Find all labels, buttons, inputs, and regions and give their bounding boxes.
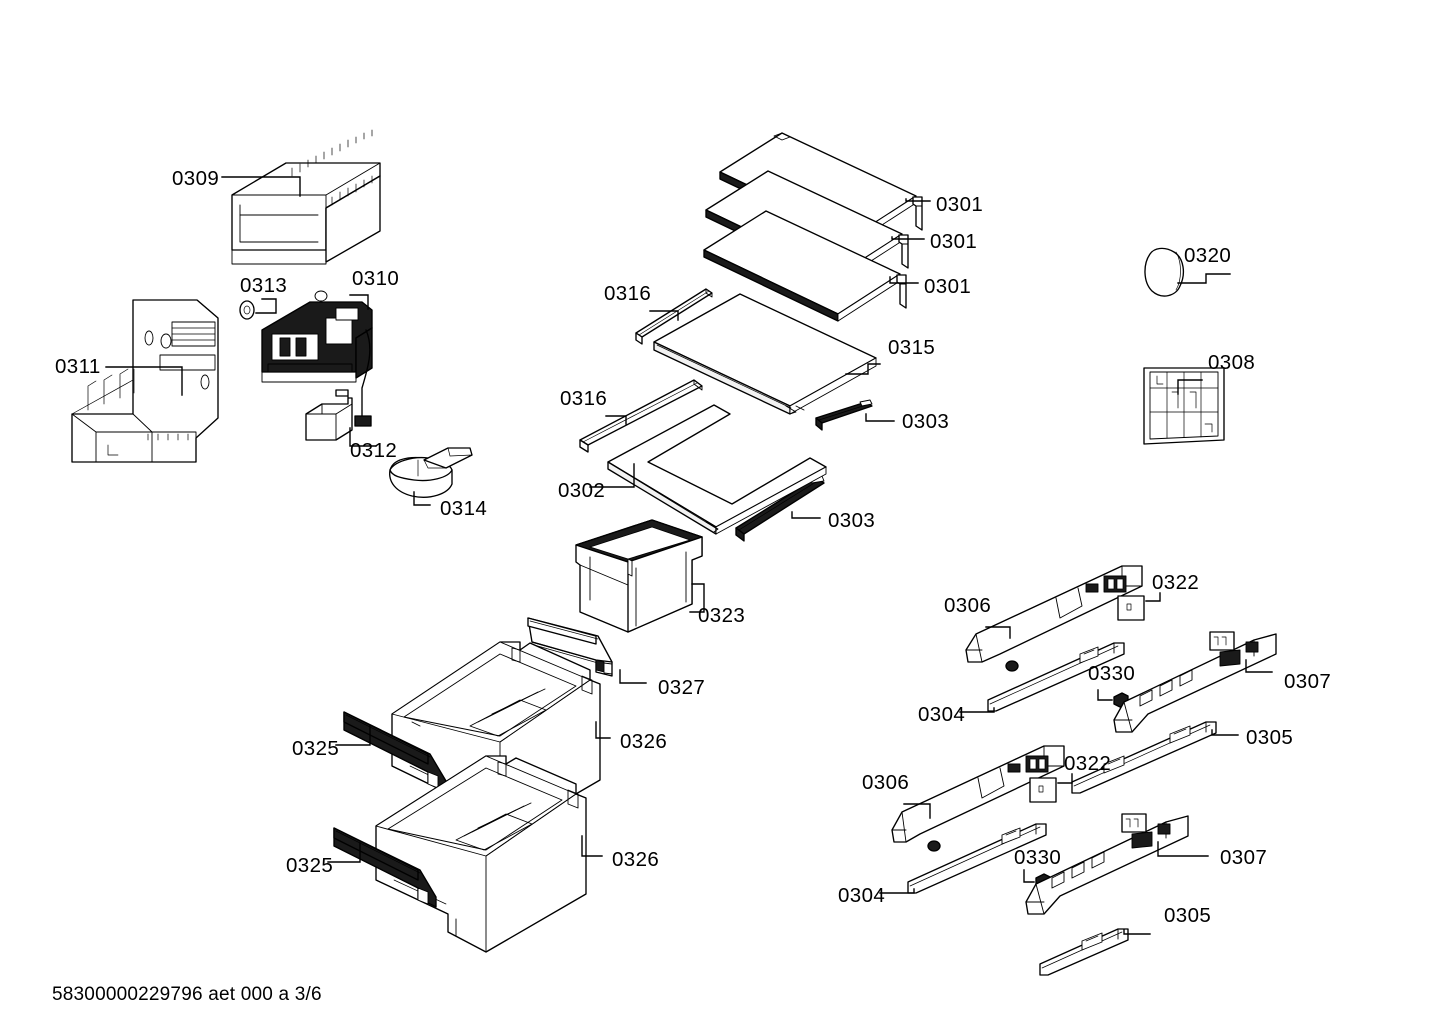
label-0316-lower: 0316 xyxy=(560,387,607,410)
part-knob-upper xyxy=(1005,660,1019,672)
label-0306-upper: 0306 xyxy=(944,594,991,617)
label-0316-upper: 0316 xyxy=(604,282,651,305)
part-0325-drawer-handle-lower xyxy=(327,827,437,908)
part-0306-rail-cover-left-lower xyxy=(891,745,1065,843)
label-0312: 0312 xyxy=(350,439,397,462)
part-0314-ice-scoop xyxy=(389,447,473,506)
part-0307-rail-cover-right-lower xyxy=(1025,815,1209,915)
label-0330-lower: 0330 xyxy=(1014,846,1061,869)
label-0327: 0327 xyxy=(658,676,705,699)
part-0326-drawer-lower xyxy=(375,755,603,953)
label-0313: 0313 xyxy=(240,274,287,297)
label-0311: 0311 xyxy=(55,355,101,378)
label-0301-lower: 0301 xyxy=(924,275,971,298)
label-0315: 0315 xyxy=(888,336,935,359)
part-number-labels: 0309 0313 0310 0311 0312 0314 0301 0301 … xyxy=(55,167,1331,927)
part-0327-bin-rail-trim xyxy=(527,617,647,684)
label-0320: 0320 xyxy=(1184,244,1231,267)
label-0325-upper: 0325 xyxy=(292,737,339,760)
label-0306-lower: 0306 xyxy=(862,771,909,794)
part-0307-rail-cover-right-upper xyxy=(1113,633,1277,733)
part-0305-drawer-slide-right-lower xyxy=(1039,928,1151,976)
label-0301-middle: 0301 xyxy=(930,230,977,253)
label-0305-upper: 0305 xyxy=(1246,726,1293,749)
label-0303-upper: 0303 xyxy=(902,410,949,433)
label-0325-lower: 0325 xyxy=(286,854,333,877)
part-0304-drawer-slide-left-upper xyxy=(959,642,1125,713)
part-0316-shelf-trim-strip-upper xyxy=(635,288,713,345)
label-0307-lower: 0307 xyxy=(1220,846,1267,869)
part-0305-drawer-slide-right-upper xyxy=(1071,721,1239,794)
part-0303-shelf-edge-trim-upper xyxy=(815,399,895,431)
label-0326-upper: 0326 xyxy=(620,730,667,753)
label-0326-lower: 0326 xyxy=(612,848,659,871)
label-0302: 0302 xyxy=(558,479,605,502)
part-0322-rating-label-lower xyxy=(1029,773,1073,803)
document-footer-id: 58300000229796 aet 000 a 3/6 xyxy=(52,984,322,1005)
part-0323-storage-bin xyxy=(575,519,705,633)
part-0315-shelf-panel xyxy=(653,293,881,415)
label-0314: 0314 xyxy=(440,497,487,520)
part-knob-lower xyxy=(927,840,941,852)
part-0320-round-cap-cover xyxy=(1144,247,1231,297)
label-0309: 0309 xyxy=(172,167,219,190)
part-0325-drawer-handle-upper xyxy=(335,711,447,792)
part-0309-ice-storage-box xyxy=(221,129,381,265)
label-0301-upper: 0301 xyxy=(936,193,983,216)
label-0330-upper: 0330 xyxy=(1088,662,1135,685)
part-0322-rating-label-right-lower xyxy=(1121,813,1147,833)
part-0322-rating-label-upper xyxy=(1117,592,1161,621)
part-0312-retaining-clip xyxy=(305,389,377,447)
label-0308: 0308 xyxy=(1208,351,1255,374)
label-0310: 0310 xyxy=(352,267,399,290)
part-0304-drawer-slide-left-lower xyxy=(879,823,1047,894)
label-0322-lower: 0322 xyxy=(1064,752,1111,775)
label-0305-lower: 0305 xyxy=(1164,904,1211,927)
part-0316-shelf-trim-strip-lower xyxy=(579,379,703,453)
part-0303-shelf-edge-trim-lower xyxy=(735,475,825,542)
part-0313-seal-grommet xyxy=(239,298,277,320)
label-0304-upper: 0304 xyxy=(918,703,965,726)
label-0303-lower: 0303 xyxy=(828,509,875,532)
part-0306-rail-cover-left-upper xyxy=(965,565,1143,663)
part-0311-ice-maker-housing xyxy=(71,299,219,463)
part-0301-glass-shelf-lower xyxy=(703,210,919,322)
label-0304-lower: 0304 xyxy=(838,884,885,907)
part-0310-ice-maker-unit xyxy=(261,290,373,427)
label-0322-upper: 0322 xyxy=(1152,571,1199,594)
label-0307-upper: 0307 xyxy=(1284,670,1331,693)
part-0322-rating-label-right-upper xyxy=(1209,631,1235,651)
part-0302-cover-plate-shelf xyxy=(589,404,827,535)
part-0308-vent-grille-panel xyxy=(1143,367,1225,445)
label-0323: 0323 xyxy=(698,604,745,627)
